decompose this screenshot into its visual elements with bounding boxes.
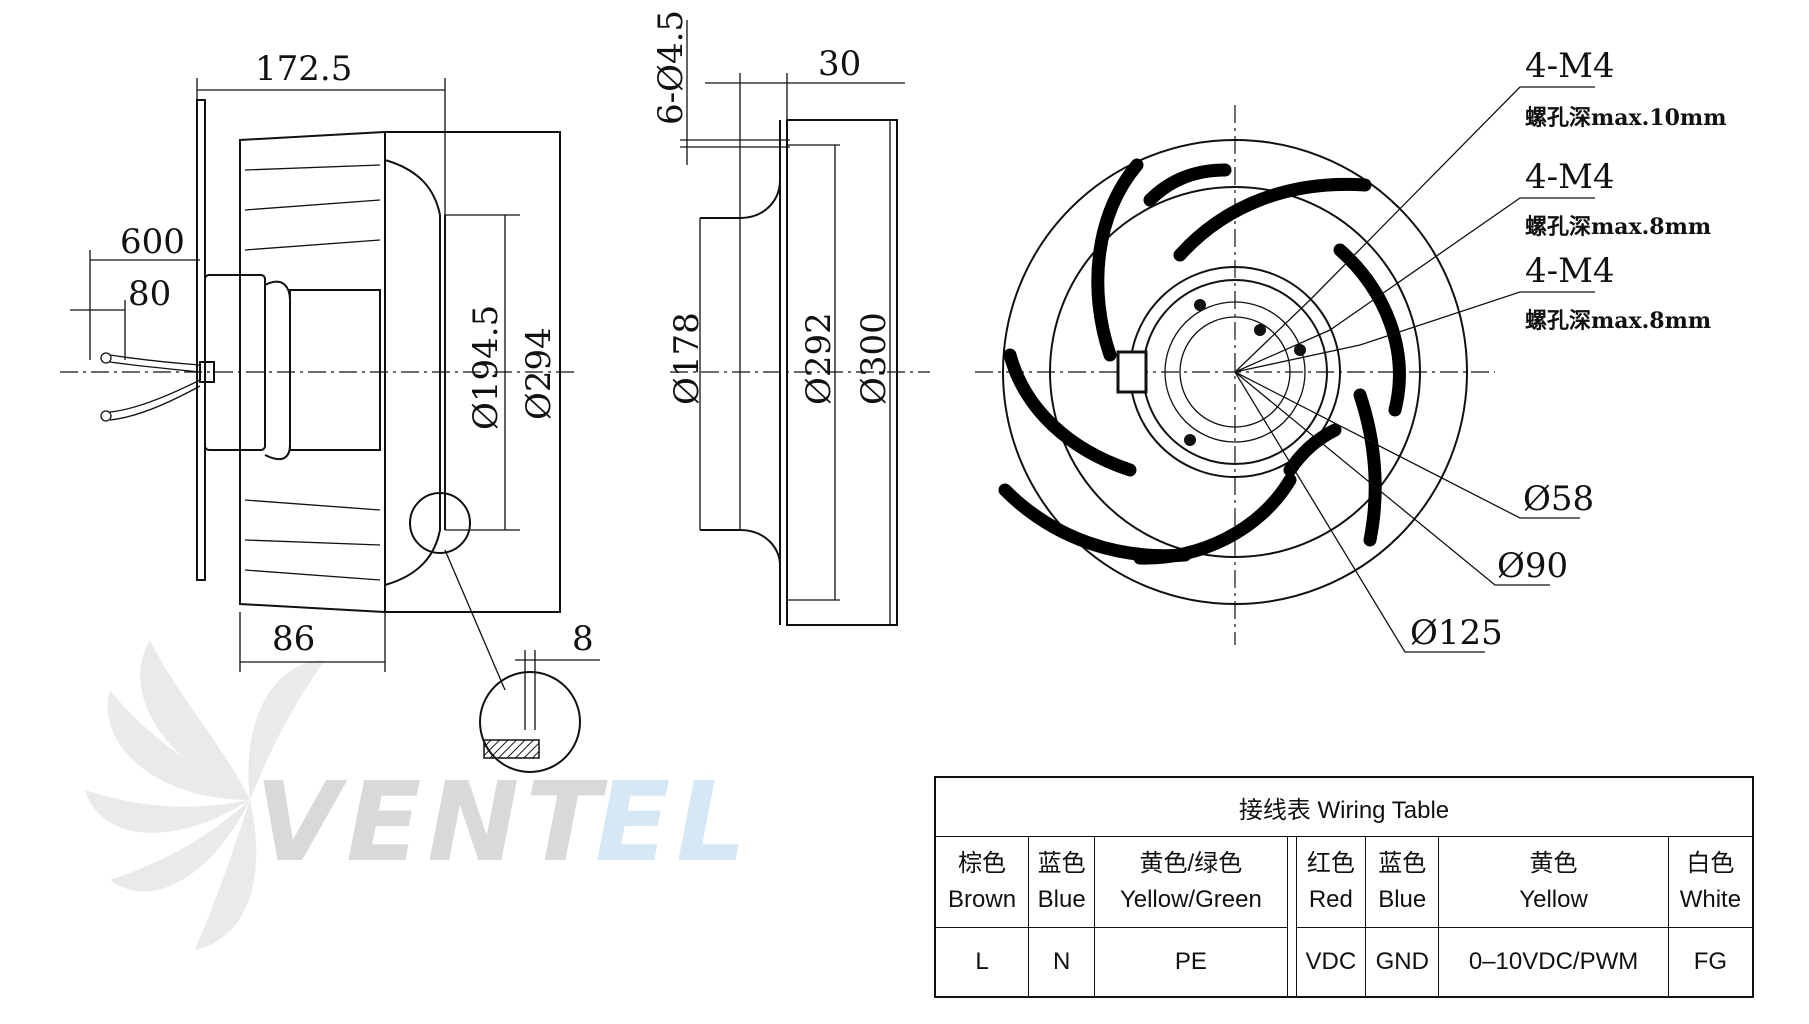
wiring-table: 接线表 Wiring Table 棕色 Brown 蓝色 Blue 黄色/绿色 Yel… [934,776,1754,998]
callout-thread-1-depth: 螺孔深max.10mm [1525,105,1726,131]
wire-color-en: Red [1308,886,1353,913]
wire-function-cell: GND [1365,927,1440,998]
inlet-ring-view: 6-Ø4.5 30 Ø178 Ø292 Ø300 [651,10,930,626]
wire-color-cn: 黄色/绿色 [1139,850,1243,877]
wire-function-cell: 0–10VDC/PWM [1438,927,1669,998]
logo-text-vent: VENT [255,758,608,886]
wire-function-cell: N [1028,927,1096,998]
wire-color-cell: 棕色 Brown [934,836,1030,928]
wire-color-en: Blue [1037,886,1086,913]
wire-color-cn: 红色 [1306,850,1355,877]
callout-dia-90: Ø90 [1497,546,1568,586]
callout-thread-2-depth: 螺孔深max.8mm [1525,214,1711,240]
wire-color-en: Brown [948,886,1017,913]
dim-ring-outer: Ø300 [854,312,894,405]
wire-color-cn: 白色 [1686,850,1735,877]
fan-logo-icon [85,640,325,950]
callout-thread-1: 4-M4 [1525,46,1615,86]
wire-color-cell: 蓝色 Blue [1028,836,1096,928]
dim-ring-mid: Ø292 [799,312,839,405]
wire-color-en: White [1679,886,1742,913]
dim-mounting-holes: 6-Ø4.5 [651,10,691,125]
dim-depth: 86 [272,619,315,659]
callout-dia-125: Ø125 [1410,613,1503,653]
wire-color-cell: 红色 Red [1295,836,1367,928]
wire-color-en: Yellow/Green [1119,886,1262,913]
wire-color-cell: 黄色/绿色 Yellow/Green [1094,836,1288,928]
wire-color-cn: 黄色 [1529,850,1578,877]
dim-strip-length: 80 [128,274,171,314]
wire-color-cn: 蓝色 [1037,850,1086,877]
wire-color-cell: 白色 White [1667,836,1754,928]
dim-ring-inner: Ø178 [667,312,707,405]
wire-function-cell: PE [1094,927,1288,998]
side-view: 172.5 600 80 Ø194.5 Ø294 86 8 [60,49,600,773]
wire-color-cell: 蓝色 Blue [1365,836,1440,928]
dim-wire-length: 600 [120,222,185,262]
dim-inlet-diameter: Ø194.5 [466,305,506,430]
dim-detail: 8 [572,619,594,659]
wire-function-cell: FG [1667,927,1754,998]
dim-ring-depth: 30 [818,44,861,84]
logo-text-el: EL [595,758,752,886]
dim-housing-diameter: Ø294 [519,327,559,420]
wire-function-cell: L [934,927,1030,998]
front-view: 4-M4 螺孔深max.10mm 4-M4 螺孔深max.8mm 4-M4 螺孔… [975,46,1726,653]
dim-length: 172.5 [255,49,352,89]
callout-thread-2: 4-M4 [1525,157,1615,197]
table-separator [1286,836,1297,998]
wiring-table-title: 接线表 Wiring Table [934,776,1754,837]
wire-function-cell: VDC [1295,927,1367,998]
wire-color-cn: 棕色 [958,850,1007,877]
callout-thread-3: 4-M4 [1525,251,1615,291]
wire-color-cn: 蓝色 [1378,850,1427,877]
wire-color-en: Blue [1378,886,1427,913]
callout-dia-58: Ø58 [1523,479,1594,519]
wire-color-en: Yellow [1519,886,1588,913]
wire-color-cell: 黄色 Yellow [1438,836,1669,928]
callout-thread-3-depth: 螺孔深max.8mm [1525,308,1711,334]
ventel-logo: VENT EL [85,640,752,950]
